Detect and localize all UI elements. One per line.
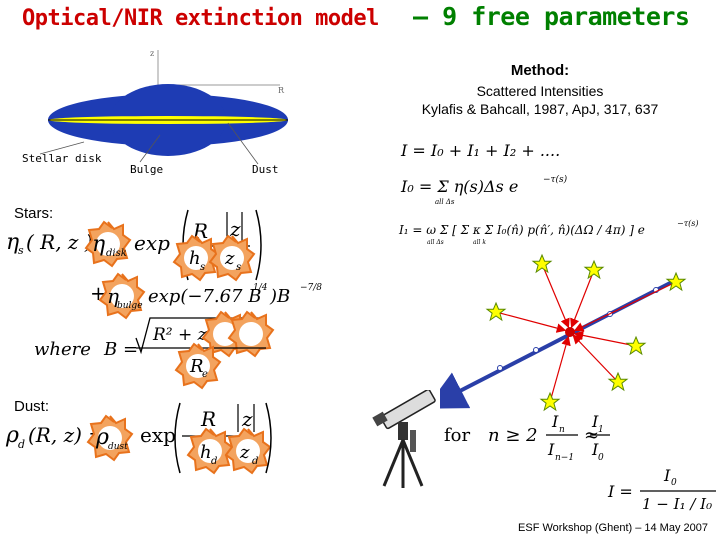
svg-text:0: 0 — [671, 478, 677, 488]
eq-b-power: )B — [269, 286, 290, 307]
eq-I-series: I = I₀ + I₁ + I₂ + .... — [400, 141, 560, 160]
eq-hd-sub: d — [211, 456, 217, 467]
eq-for: for — [444, 425, 470, 446]
galaxy-diagram: z R — [39, 49, 288, 165]
svg-text:s: s — [18, 244, 24, 257]
eq-zd: z — [239, 442, 250, 463]
line-of-sight — [440, 278, 677, 409]
eq-B-eq: B = — [103, 339, 138, 360]
dust-section-label: Dust: — [14, 398, 50, 415]
eq-rho-dust: ρ — [95, 425, 109, 450]
eq-I0-exp: −τ(s) — [543, 174, 568, 185]
equations-right: I = I₀ + I₁ + I₂ + .... I₀ = Σ η(s)Δs e … — [398, 141, 698, 246]
eq-I0-den: I — [591, 440, 599, 459]
method-subtitle: Scattered Intensities — [476, 83, 604, 99]
eq-R-dust: R — [200, 407, 216, 431]
eq-I1-sub2: all k — [473, 239, 486, 246]
svg-text:0: 0 — [598, 453, 604, 463]
svg-text:d: d — [18, 438, 25, 451]
yellow-star-icon — [584, 260, 604, 279]
method-reference: Kylafis & Bahcall, 1987, ApJ, 317, 637 — [421, 101, 659, 117]
eq-n-ge: n ≥ 2 — [488, 425, 538, 446]
eq-z-s: z — [224, 248, 235, 269]
svg-text:1: 1 — [598, 425, 604, 435]
eq-In1-sub: n−1 — [555, 453, 574, 463]
eq-quarter: 1/4 — [253, 283, 268, 293]
scattering-diagram — [440, 254, 686, 411]
yellow-star-icon — [532, 254, 552, 273]
bulge-label: Bulge — [130, 163, 164, 176]
eq-hs-sub: s — [200, 262, 205, 273]
footer: ESF Workshop (Ghent) – 14 May 2007 — [518, 522, 708, 534]
method-title: Method: — [510, 62, 570, 79]
eq-exp-dust: exp — [140, 423, 176, 447]
scattered-rays — [495, 263, 677, 403]
eq-I0-sub: all Δs — [435, 198, 455, 206]
eq-exp1: exp — [134, 231, 170, 255]
yellow-star-icon — [626, 336, 646, 355]
eq-In-sub: n — [559, 425, 565, 435]
eq-eta-bulge: η — [107, 284, 119, 308]
eq-In: I — [551, 412, 559, 431]
eq-I0-closed-num: I — [663, 466, 671, 485]
stars-label: Stars: — [14, 205, 54, 222]
eq-h1: h — [189, 248, 201, 269]
eq-where: where — [34, 339, 91, 360]
eq-neg-exp: −7/8 — [300, 283, 322, 293]
yellow-star-icon — [486, 302, 506, 321]
yellow-star-icon — [666, 272, 686, 291]
eq-eta-disk: η — [92, 232, 105, 257]
eq-disk-sub: disk — [106, 248, 127, 259]
eq-I-closed: I = — [607, 482, 633, 501]
eq-I1-sub1: all Δs — [427, 239, 444, 246]
eq-I0: I₀ = Σ η(s)Δs e — [400, 177, 518, 196]
eq-closed-den: 1 − I₁ / I₀ — [642, 495, 712, 513]
eq-bulge-sub: bulge — [117, 301, 143, 311]
stellar-disk-pointer — [39, 141, 85, 155]
bulge-pointer — [139, 134, 161, 163]
stellar-disk-label: Stellar disk — [22, 152, 102, 165]
eq-dust-sub: dust — [108, 442, 128, 452]
title-highlight: – 9 free parameters — [413, 2, 690, 31]
eq-hd: h — [200, 442, 212, 463]
scattering-point — [565, 327, 575, 337]
axis-r-label: R — [278, 86, 285, 95]
eq-eta-s: η — [6, 230, 19, 255]
eq-Rc-sub: e — [202, 369, 208, 380]
eq-bulge-expr: exp(−7.67 B — [148, 286, 261, 307]
axis-z-label: z — [150, 49, 154, 58]
eq-Rc: R — [189, 356, 204, 377]
telescope-icon — [372, 390, 436, 488]
eq-rho-d: ρ — [5, 423, 19, 448]
eq-z1: z — [229, 217, 241, 241]
eq-I1-exp: −τ(s) — [677, 219, 698, 228]
title-main: Optical/NIR extinction model — [22, 6, 379, 31]
eq-z-dust: z — [241, 407, 253, 431]
equations-bottom-right: for n ≥ 2 I n I n−1 ≈ I 1 I 0 I = I 0 1 … — [444, 412, 716, 513]
eq-I1-num: I — [591, 412, 599, 431]
eq-zs-sub: s — [236, 262, 241, 273]
eq-I1: I₁ = ω Σ [ Σ κ Σ I₀(n̂) p(n̂′, n̂)(ΔΩ / … — [398, 223, 645, 237]
dust-pointer — [227, 122, 259, 165]
dust-label: Dust — [252, 163, 279, 176]
eq-zd-sub: d — [252, 456, 258, 467]
equations-left: η s ( R, z ) = η disk exp R − z h s z s … — [5, 209, 322, 474]
eq-In1: I — [547, 440, 555, 459]
